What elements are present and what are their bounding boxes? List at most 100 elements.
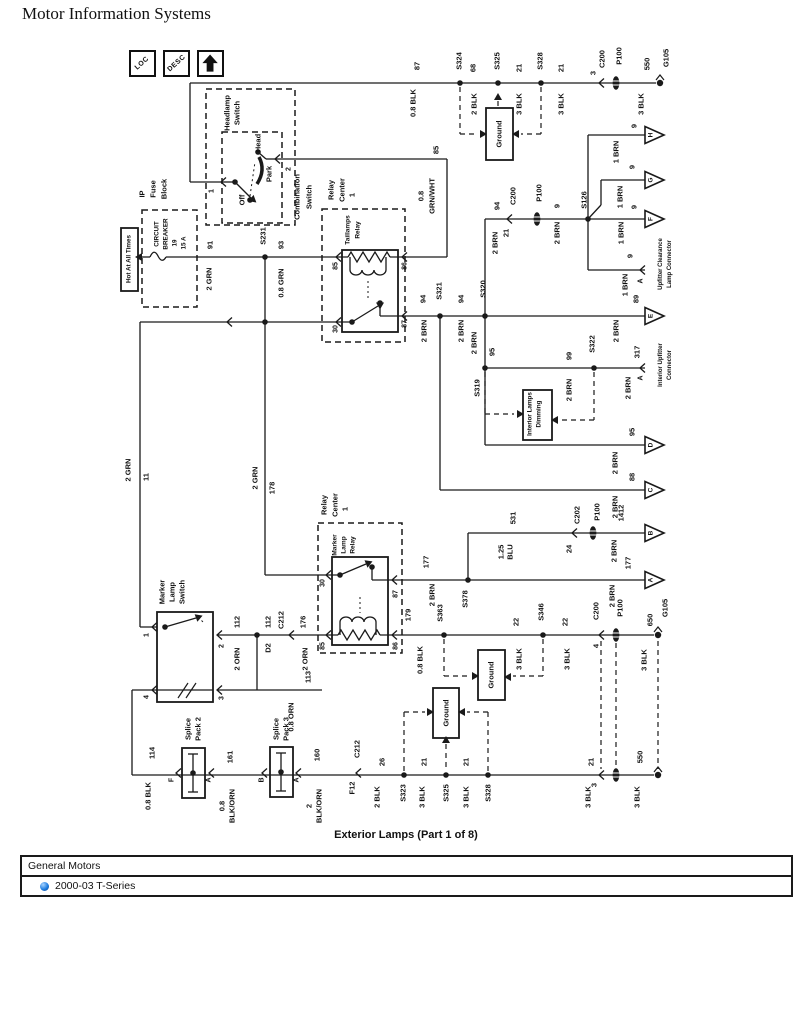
wire-label: 30 bbox=[333, 325, 340, 333]
wire-label: 160 bbox=[313, 749, 322, 762]
wire-label: 1 bbox=[144, 633, 151, 637]
wire-label: BLK/ORN bbox=[315, 789, 324, 823]
connector-triangle bbox=[644, 480, 666, 500]
wire-label: 26 bbox=[378, 758, 387, 766]
wire-label: 2 bbox=[305, 804, 314, 808]
wire-label: 3 BLK bbox=[515, 648, 524, 670]
wire bbox=[587, 204, 602, 220]
wire-label: 1 bbox=[209, 189, 216, 193]
wire-label: 1 BRN bbox=[612, 141, 621, 164]
wire-label: 3 BLK bbox=[637, 93, 646, 115]
wire-label: 85 bbox=[320, 642, 327, 650]
wire-label: Fuse bbox=[149, 180, 158, 198]
wire-label: 1412 bbox=[617, 505, 626, 522]
wire-label: Dimming bbox=[536, 400, 543, 427]
wire-label: 87 bbox=[402, 320, 409, 328]
wire-label: 86 bbox=[393, 642, 400, 650]
desc-button[interactable]: DESC bbox=[163, 50, 190, 77]
arrowhead-icon bbox=[458, 708, 465, 716]
junction-dot bbox=[538, 80, 544, 86]
wire-label: S363 bbox=[436, 604, 445, 622]
footer-row-make[interactable]: General Motors bbox=[22, 857, 791, 877]
wire-label: A bbox=[206, 777, 213, 782]
junction-dot bbox=[369, 564, 375, 570]
wire-label: BLU bbox=[506, 544, 515, 559]
wire-label: 3 BLK bbox=[633, 786, 642, 808]
inline-connector-icon bbox=[335, 317, 342, 327]
inline-connector-icon bbox=[598, 78, 605, 88]
wire-label: 89 bbox=[632, 295, 641, 303]
component-dashed-box bbox=[205, 88, 296, 226]
connector-triangle bbox=[644, 523, 666, 543]
wire-label: 3 BLK bbox=[557, 93, 566, 115]
wire-label: 68 bbox=[469, 64, 478, 72]
junction-dot bbox=[457, 80, 463, 86]
inline-connector-icon bbox=[391, 630, 398, 640]
wire-label: Center bbox=[331, 493, 340, 517]
inline-connector-icon bbox=[216, 685, 223, 695]
wire-label: Head bbox=[254, 133, 263, 152]
wire-label: 9 bbox=[626, 254, 635, 258]
wire-label: IP bbox=[138, 190, 147, 197]
wire-label: 93 bbox=[277, 241, 286, 249]
wire-label: 2 BRN bbox=[610, 540, 619, 563]
wire-label: P100 bbox=[616, 599, 625, 617]
wire-label: 2 GRN bbox=[205, 268, 214, 291]
ground-icon bbox=[654, 771, 662, 779]
wire-label: 2 BRN bbox=[457, 320, 466, 343]
wire-label: 4 bbox=[144, 695, 151, 699]
junction-dot bbox=[255, 149, 261, 155]
wire-label: 88 bbox=[628, 473, 637, 481]
wire-label: S320 bbox=[479, 280, 488, 298]
connector-letter: F bbox=[648, 217, 655, 221]
wire-label: Block bbox=[160, 178, 169, 199]
symbol-path bbox=[347, 250, 391, 264]
junction-dot bbox=[482, 365, 488, 371]
footer-row-model[interactable]: 2000-03 T-Series bbox=[22, 877, 791, 895]
wire-label: 87 bbox=[413, 62, 422, 70]
wire-label: C202 bbox=[573, 506, 582, 524]
up-arrow-button[interactable] bbox=[197, 50, 224, 77]
connector-p100-icon bbox=[612, 768, 620, 782]
wire-label: 2 BLK bbox=[373, 786, 382, 808]
wire-label: 178 bbox=[268, 482, 277, 495]
wire-label: 1 BRN bbox=[616, 186, 625, 209]
inline-connector-icon bbox=[208, 768, 215, 778]
junction-dot bbox=[232, 179, 238, 185]
wire-label: C200 bbox=[598, 50, 607, 68]
wire-label: P100 bbox=[593, 503, 602, 521]
inline-connector-icon bbox=[506, 214, 513, 224]
wire-label: CIRCUIT bbox=[154, 221, 161, 247]
wire-label: 3 bbox=[589, 71, 598, 75]
inline-connector-icon bbox=[325, 570, 332, 580]
inline-connector-icon bbox=[335, 252, 342, 262]
arrowhead-icon bbox=[248, 194, 257, 203]
wire-label: 550 bbox=[643, 58, 652, 71]
component-box bbox=[120, 227, 139, 292]
wire-label: 21 bbox=[557, 64, 566, 72]
wire-label: 176 bbox=[299, 616, 308, 629]
inline-connector-icon bbox=[639, 363, 646, 373]
connector-triangle bbox=[644, 209, 666, 229]
wire-label: 2 BRN bbox=[491, 232, 500, 255]
connector-p100-icon bbox=[612, 76, 620, 90]
junction-dot bbox=[162, 624, 168, 630]
wire-label: 179 bbox=[404, 609, 413, 622]
wire-label: 3 BLK bbox=[418, 786, 427, 808]
wire-label: 3 BLK bbox=[515, 93, 524, 115]
wire-label: Lamp Connector bbox=[667, 240, 673, 288]
wire-label: Pack 3 bbox=[282, 717, 291, 741]
loc-button[interactable]: LOC bbox=[129, 50, 156, 77]
wire-label: 85 bbox=[333, 262, 340, 270]
junction-dot bbox=[262, 319, 268, 325]
wire-label: BREAKER bbox=[163, 218, 170, 250]
wire-label: Relay bbox=[320, 494, 329, 515]
inline-connector-icon bbox=[216, 630, 223, 640]
wire-label: 650 bbox=[646, 614, 655, 627]
wire-label: Relay bbox=[350, 536, 357, 554]
connector-triangle bbox=[644, 125, 666, 145]
wire-label: 3 bbox=[219, 696, 226, 700]
wire-label: 114 bbox=[148, 746, 157, 759]
wire-label: BLK/ORN bbox=[228, 789, 237, 823]
wire-label: Splice bbox=[272, 718, 281, 740]
